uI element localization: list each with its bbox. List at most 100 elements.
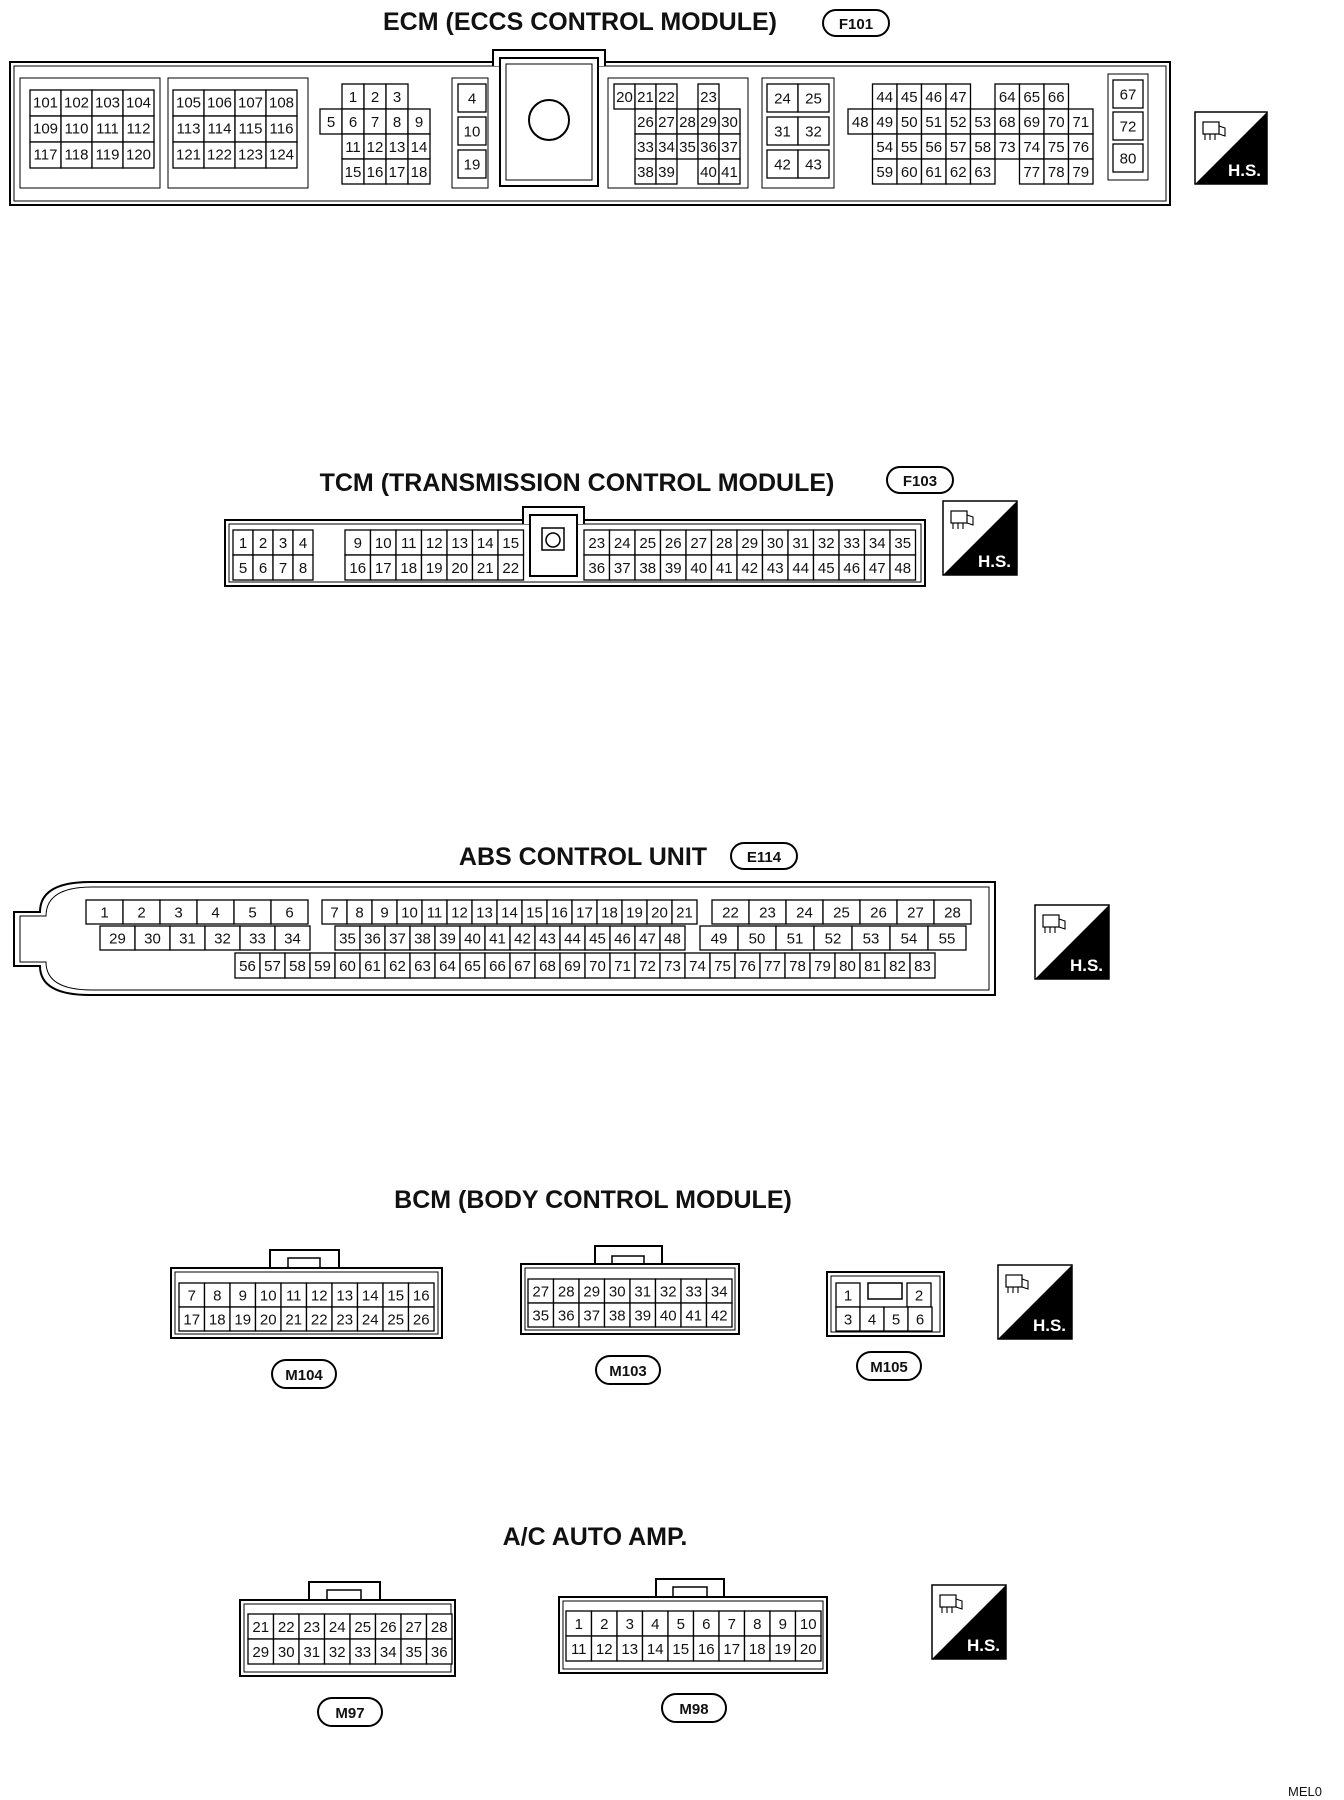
tcm-pin-number: 27: [690, 535, 707, 552]
ac-pin-cell: [323, 1613, 351, 1640]
bcm-pin-number: 29: [583, 1283, 600, 1300]
abs-pin-cell: [159, 899, 198, 925]
abs-pin-number: 16: [551, 904, 568, 921]
bcm-pin-cell: [178, 1282, 206, 1308]
tcm-pin-cell: [812, 554, 840, 581]
tcm-pin-cell: [838, 529, 866, 556]
ecm-pin-cell: [234, 115, 267, 143]
ac-pin-cell: [667, 1635, 695, 1662]
ecm-pin-number: 104: [126, 95, 151, 112]
ecm-pin-number: 10: [464, 123, 481, 140]
ecm-pin-cell: [797, 116, 830, 146]
ac-pin-number: 7: [728, 1616, 736, 1633]
bcm-m105-label: M105: [870, 1359, 908, 1376]
tcm-pin-number: 6: [259, 560, 267, 577]
abs-pin-cell: [521, 899, 548, 925]
abs-pin-number: 68: [539, 958, 556, 975]
ecm-pin-cell: [457, 83, 487, 113]
bcm-pin-number: 37: [583, 1307, 600, 1324]
ecm-pin-number: 43: [805, 156, 822, 173]
ecm-pin-cell: [1067, 158, 1094, 185]
bcm-pin-number: 2: [915, 1287, 923, 1304]
bcm-pin-number: 17: [183, 1311, 200, 1328]
ecm-pin-number: 123: [238, 147, 263, 164]
ecm-pin-cell: [797, 83, 830, 113]
tcm-pin-number: 17: [375, 560, 392, 577]
ac-pin-cell: [641, 1635, 669, 1662]
tcm-pin-cell: [838, 554, 866, 581]
ecm-pin-number: 56: [925, 139, 942, 156]
ecm-pin-cell: [920, 83, 947, 110]
ecm-pin-cell: [871, 108, 898, 135]
tcm-pin-number: 11: [401, 535, 417, 552]
ecm-pin-number: 33: [637, 139, 654, 156]
bcm-pin-number: 34: [711, 1283, 728, 1300]
ecm-pin-number: 5: [327, 114, 335, 131]
ecm-pin-number: 124: [269, 147, 294, 164]
tcm-pin-cell: [292, 554, 314, 581]
abs-pin-number: 31: [179, 930, 196, 947]
bcm-pin-cell: [552, 1302, 580, 1328]
ecm-pin-number: 47: [950, 89, 967, 106]
tcm-pin-number: 25: [639, 535, 656, 552]
ac-pin-number: 18: [749, 1641, 766, 1658]
abs-pin-cell: [584, 952, 611, 979]
ecm-pin-number: 38: [637, 164, 654, 181]
ecm-pin-number: 11: [345, 139, 361, 156]
abs-pin-cell: [85, 899, 124, 925]
bcm-pin-cell: [331, 1306, 359, 1332]
ecm-pin-number: 116: [270, 121, 294, 138]
ecm-pin-number: 70: [1048, 114, 1065, 131]
abs-pin-cell: [534, 952, 561, 979]
ac-m98-badge: M98: [661, 1693, 727, 1723]
tcm-pin-cell: [634, 529, 662, 556]
abs-pin-number: 58: [289, 958, 306, 975]
abs-pin-number: 73: [664, 958, 681, 975]
bcm-pin-number: 22: [311, 1311, 328, 1328]
ecm-pin-number: 120: [126, 147, 151, 164]
tcm-pin-cell: [369, 554, 397, 581]
abs-connector-badge: E114: [730, 842, 798, 870]
abs-pin-number: 1: [100, 904, 108, 921]
bcm-pin-cell: [629, 1302, 657, 1328]
bcm-pin-number: 21: [285, 1311, 302, 1328]
ecm-pin-number: 34: [658, 139, 675, 156]
abs-pin-cell: [509, 952, 536, 979]
ecm-pin-cell: [871, 158, 898, 185]
abs-pin-cell: [634, 952, 661, 979]
tcm-connector-label: F103: [903, 473, 937, 490]
tcm-pin-number: 23: [588, 535, 605, 552]
bcm-pin-number: 25: [387, 1311, 404, 1328]
abs-pin-cell: [933, 899, 972, 925]
ac-pin-number: 28: [431, 1619, 448, 1636]
abs-pin-number: 23: [759, 904, 776, 921]
ac-pin-cell: [769, 1610, 797, 1637]
ecm-pin-cell: [29, 89, 62, 117]
ecm-pin-number: 121: [176, 147, 201, 164]
abs-pin-number: 77: [764, 958, 781, 975]
tcm-pin-number: 16: [349, 560, 366, 577]
tcm-pin-number: 39: [665, 560, 682, 577]
ecm-pin-number: 77: [1023, 164, 1040, 181]
ecm-pin-cell: [265, 141, 298, 169]
bcm-pin-cell: [680, 1302, 708, 1328]
ac-pin-cell: [616, 1635, 644, 1662]
ecm-pin-number: 106: [207, 95, 232, 112]
tcm-pin-cell: [863, 529, 891, 556]
abs-pin-cell: [196, 899, 235, 925]
ac-pin-number: 23: [303, 1619, 320, 1636]
bcm-pin-cell: [835, 1306, 861, 1332]
ac-pin-number: 36: [431, 1644, 448, 1661]
tcm-pin-cell: [761, 554, 789, 581]
ac-pin-number: 26: [380, 1619, 397, 1636]
ac-pin-number: 25: [354, 1619, 371, 1636]
abs-pin-number: 40: [464, 930, 481, 947]
ecm-pin-cell: [871, 133, 898, 160]
bcm-pin-number: 9: [239, 1287, 247, 1304]
tcm-pin-number: 48: [894, 560, 911, 577]
